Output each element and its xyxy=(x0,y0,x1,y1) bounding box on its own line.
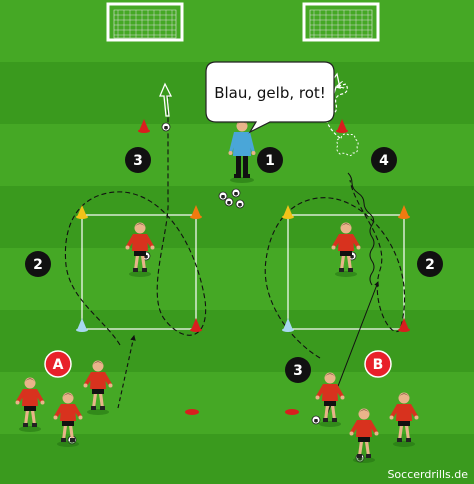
step-marker-1: 1 xyxy=(257,147,283,173)
ball-icon-keeper-1 xyxy=(218,191,228,201)
svg-text:4: 4 xyxy=(379,153,389,169)
pass-arrow-left xyxy=(117,334,136,409)
speech-bubble-text: Blau, gelb, rot! xyxy=(214,84,326,102)
svg-text:3: 3 xyxy=(133,153,143,169)
run-path-left xyxy=(64,95,207,346)
square-right xyxy=(287,214,405,330)
svg-text:B: B xyxy=(373,357,384,373)
ball-icon-group-b-1 xyxy=(311,415,321,425)
step-marker-3-left: 3 xyxy=(125,147,151,173)
shot-path-right xyxy=(326,84,348,139)
shot-arrow-left xyxy=(159,82,173,117)
square-left xyxy=(81,214,197,330)
flat-marker-icon-left xyxy=(185,409,199,415)
step-marker-4: 4 xyxy=(371,147,397,173)
ball-icon-keeper-2 xyxy=(231,188,241,198)
ball-icon-keeper-3 xyxy=(224,197,234,207)
ball-icon-top-left xyxy=(161,122,171,132)
svg-text:2: 2 xyxy=(425,257,435,273)
svg-text:3: 3 xyxy=(293,363,303,379)
step-marker-3-right: 3 xyxy=(285,357,311,383)
watermark: Soccerdrills.de xyxy=(387,468,468,481)
step-marker-2-right: 2 xyxy=(417,251,443,277)
dribble-path xyxy=(347,172,375,286)
step-marker-2-left: 2 xyxy=(25,251,51,277)
group-marker-a: A xyxy=(44,350,72,378)
svg-text:1: 1 xyxy=(265,153,275,169)
svg-text:2: 2 xyxy=(33,257,43,273)
ball-icon-keeper-4 xyxy=(235,199,245,209)
speech-bubble: Blau, gelb, rot! xyxy=(205,61,335,134)
group-marker-b: B xyxy=(364,350,392,378)
flat-marker-icon-right xyxy=(285,409,299,415)
goalkeeper-icon xyxy=(228,120,256,183)
svg-text:A: A xyxy=(53,357,64,373)
